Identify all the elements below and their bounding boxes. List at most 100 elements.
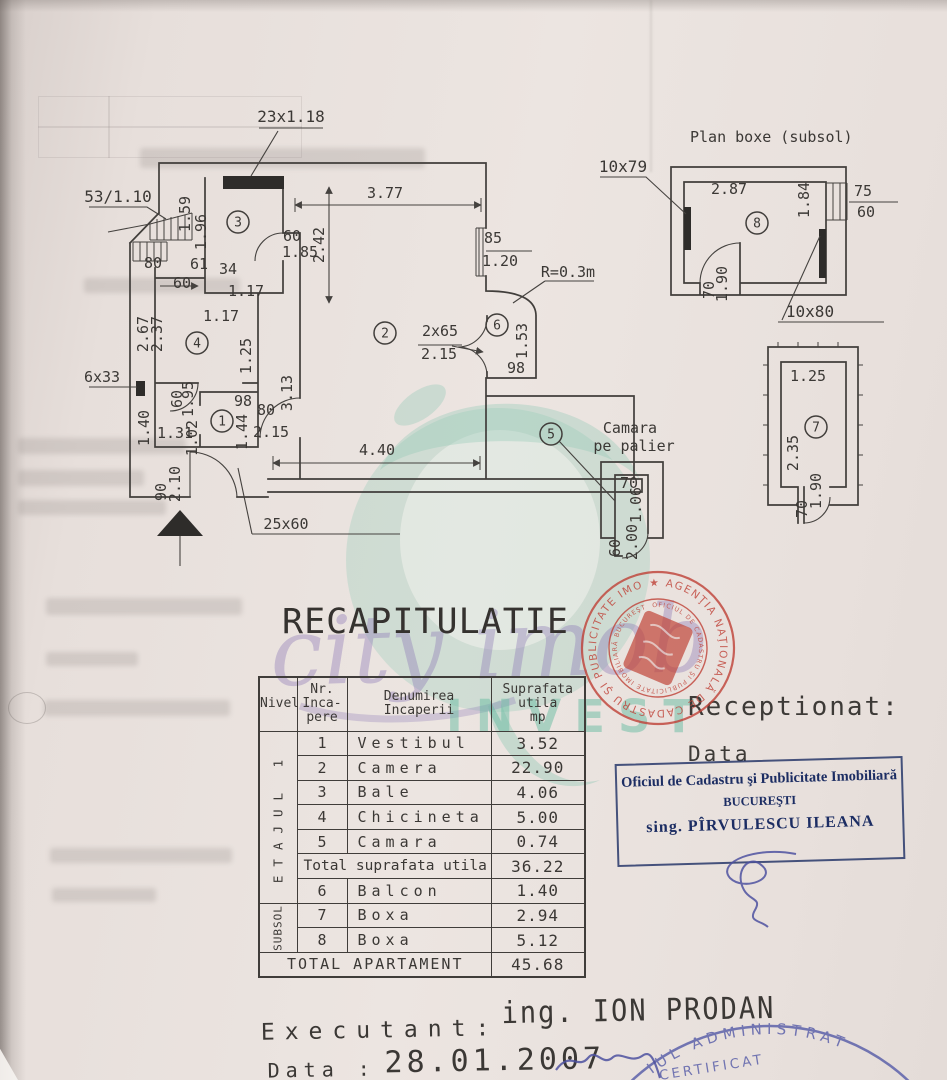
dim-label: 2.35 <box>784 435 802 471</box>
room-area-cell: 5.00 <box>490 804 586 830</box>
dim-label: 25x60 <box>263 515 308 533</box>
room-number: 3 <box>234 216 242 231</box>
room-area-cell: 45.68 <box>490 951 586 978</box>
bleed-table-line <box>108 96 110 158</box>
room-name-cell: Boxa <box>346 902 492 929</box>
dim-label: 60 <box>283 227 301 245</box>
total-apartament-label: TOTAL APARTAMENT <box>258 951 492 978</box>
dim-label: 70 <box>793 500 811 518</box>
room-number: 2 <box>381 327 389 342</box>
dim-label: 1.06 <box>627 487 645 523</box>
dim-label: 70 <box>700 281 718 299</box>
room-name-cell: Vestibul <box>346 730 492 757</box>
signature-executant <box>555 1053 662 1079</box>
dim-label: 80 <box>257 401 275 419</box>
bleed-table-line <box>38 126 302 128</box>
bleed-text <box>46 598 242 615</box>
table-header-row: Nivel Nr. Inca- pere Denumirea Incaperii… <box>258 676 586 732</box>
dim-label: 1.90 <box>807 473 825 509</box>
bleed-table <box>38 96 302 158</box>
room-number: 1 <box>218 415 226 430</box>
dim-label: 2.15 <box>253 423 289 441</box>
room-name-cell: Boxa <box>346 927 492 953</box>
boxa7-door-arc <box>803 496 831 524</box>
dim-label: 1.31 <box>157 424 193 442</box>
header-nivel: Nivel <box>258 676 299 732</box>
dim-label: 10x79 <box>599 157 647 176</box>
dim-label: 2.87 <box>711 180 747 198</box>
dim-label: 60 <box>606 539 624 557</box>
plan-boxe-window-hatch <box>826 182 848 221</box>
dim-label: 60 <box>857 203 875 221</box>
dim-label: 75 <box>854 182 872 200</box>
dim-label: 1.20 <box>482 252 518 270</box>
dim-label: 2.15 <box>421 345 457 363</box>
dim-label: 2x65 <box>422 322 458 340</box>
dim-label: 70 <box>620 474 638 492</box>
total-utila-label: Total suprafata utila <box>296 853 492 880</box>
stamp-coat-of-arms <box>623 610 693 686</box>
leader-lines <box>89 127 594 535</box>
dim-label: 1.95 <box>179 381 197 417</box>
room-number-circle <box>485 313 509 337</box>
level-cell: SUBSOL <box>258 902 298 953</box>
boxa7-walls <box>767 346 859 524</box>
dim-label: 3.13 <box>278 375 296 411</box>
recap-table: Nivel Nr. Inca- pere Denumirea Incaperii… <box>258 676 586 978</box>
dimension-arrow <box>451 345 484 355</box>
dim-label: 53/1.10 <box>84 187 151 206</box>
dim-label: 1.25 <box>790 367 826 385</box>
reception-data-label: Data <box>688 742 751 766</box>
room-number: 5 <box>547 428 555 443</box>
room-number-circle <box>539 422 563 446</box>
receptionat-label: Receptionat: <box>688 692 900 722</box>
header-denumirea: Denumirea Incaperii <box>346 676 492 732</box>
dim-label: 2.67 <box>134 316 152 352</box>
window-hatch-85 <box>475 227 486 277</box>
door-arcs <box>169 232 488 498</box>
dim-label: Camara <box>603 419 657 437</box>
dim-label: 6x33 <box>84 368 120 386</box>
bleed-text <box>18 500 166 515</box>
stairs-hatch <box>107 212 193 262</box>
dim-label: pe palier <box>593 437 674 455</box>
header-suprafata: Suprafata utila mp <box>490 676 586 732</box>
signature-receiver <box>726 850 797 928</box>
dim-label: 1.84 <box>795 182 813 218</box>
room-number: 7 <box>812 421 820 436</box>
plan-boxe-door-arc <box>699 242 741 284</box>
dim-label: 2.10 <box>166 466 184 502</box>
bleed-text <box>52 888 156 902</box>
apartment-walls <box>128 162 643 498</box>
dim-label: 34 <box>219 260 237 278</box>
bleed-text <box>44 700 230 716</box>
level-cell: ETAJUL 1 <box>258 730 298 904</box>
room-number: 4 <box>193 337 201 352</box>
room-number-circle <box>210 409 234 433</box>
boxa7-wall-ticks <box>763 342 863 486</box>
dim-label: 1.25 <box>237 338 255 374</box>
dim-label: 1.17 <box>228 282 264 300</box>
plan-boxe-leaders <box>600 176 898 323</box>
camara-leader <box>558 440 616 502</box>
recap-table-grid: Nivel Nr. Inca- pere Denumirea Incaperii… <box>258 676 586 978</box>
dim-label: 98 <box>234 392 252 410</box>
bleed-text <box>50 848 232 863</box>
room-index-cell: 6 <box>296 878 348 904</box>
room-index-cell: 2 <box>296 755 348 781</box>
window-10x79 <box>684 207 691 250</box>
room-area-cell: 2.94 <box>490 902 586 929</box>
dim-label: 80 <box>144 254 162 272</box>
bleed-text <box>18 438 186 454</box>
window-6x33 <box>136 381 145 396</box>
